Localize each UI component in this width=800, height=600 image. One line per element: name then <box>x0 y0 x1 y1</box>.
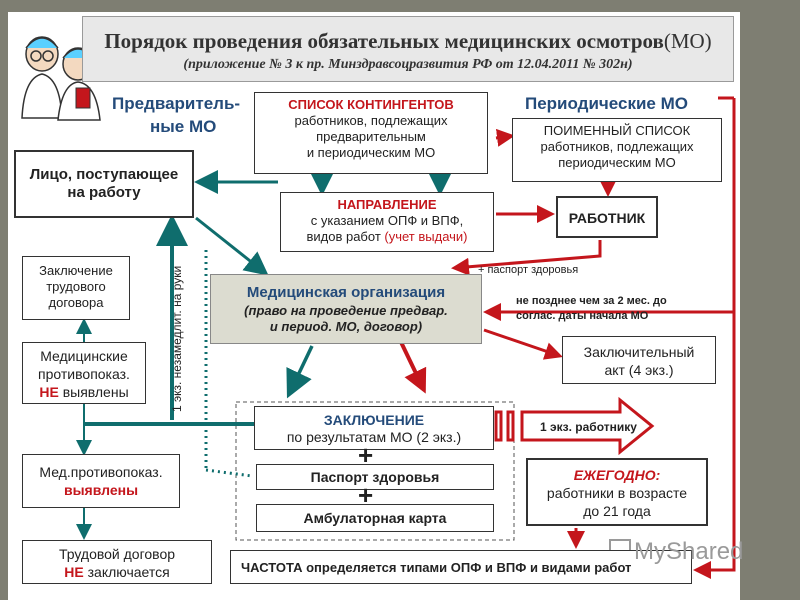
document-group-frame <box>235 401 515 541</box>
conclusion-title: ЗАКЛЮЧЕНИЕ <box>323 412 425 428</box>
contingent-line2: предварительным <box>316 129 426 144</box>
copy-to-worker-label: 1 экз. работнику <box>540 420 637 434</box>
contra-found-line1: Мед.противопоказ. <box>39 464 163 480</box>
vertical-copy-note: 1 экз. незамедлит. на руки <box>170 265 184 412</box>
copy-to-worker-arrow <box>520 396 655 456</box>
health-passport-label: Паспорт здоровья <box>310 469 440 485</box>
contra-found-line2: выявлены <box>63 482 139 498</box>
contingent-line1: работников, подлежащих <box>294 113 448 128</box>
named-list-line2: работников, подлежащих <box>540 139 694 154</box>
worker-box: РАБОТНИК <box>556 196 658 238</box>
annual-box: ЕЖЕГОДНО: работники в возрасте до 21 год… <box>526 458 708 526</box>
annual-line2: до 21 года <box>583 503 651 519</box>
doctors-illustration <box>21 36 101 121</box>
referral-line2: видов работ (учет выдачи) <box>306 229 468 244</box>
contra-not-found-line3: НЕ выявлены <box>39 384 129 400</box>
contingent-title: СПИСОК КОНТИНГЕНТОВ <box>288 97 454 112</box>
deadline-note: не позднее чем за 2 мес. до соглас. даты… <box>516 294 667 324</box>
plus-sign-1: + <box>358 440 374 470</box>
contraindications-not-found-box: Медицинские противопоказ. НЕ выявлены <box>22 342 146 404</box>
contract-refused-box: Трудовой договор НЕ заключается <box>22 540 212 584</box>
frequency-box: ЧАСТОТА определяется типами ОПФ и ВПФ и … <box>230 550 692 584</box>
contract-conclusion-line1: Заключение <box>39 263 113 278</box>
contra-not-found-line2: противопоказ. <box>38 366 130 382</box>
contract-conclusion-box: Заключение трудового договора <box>22 256 130 320</box>
worker-label: РАБОТНИК <box>568 210 646 226</box>
final-act-line1: Заключительный <box>583 344 695 360</box>
medical-organization-title: Медицинская организация <box>246 284 446 301</box>
contract-conclusion-line2: трудового <box>46 279 106 294</box>
outpatient-card-label: Амбулаторная карта <box>303 510 447 526</box>
frequency-label: ЧАСТОТА определяется типами ОПФ и ВПФ и … <box>241 560 632 575</box>
final-act-box: Заключительный акт (4 экз.) <box>562 336 716 384</box>
health-passport-box: Паспорт здоровья <box>256 464 494 490</box>
final-act-line2: акт (4 экз.) <box>604 362 674 378</box>
referral-title: НАПРАВЛЕНИЕ <box>337 197 437 212</box>
outpatient-card-box: Амбулаторная карта <box>256 504 494 532</box>
applicant-line2: на работу <box>67 184 141 201</box>
plus-sign-2: + <box>358 480 374 510</box>
deadline-line1: не позднее чем за 2 мес. до <box>516 295 667 307</box>
named-list-title: ПОИМЕННЫЙ СПИСОК <box>543 123 691 138</box>
annual-title: ЕЖЕГОДНО: <box>573 467 661 483</box>
conclusion-line1: по результатам МО (2 экз.) <box>286 429 462 445</box>
watermark-logo: MyShared <box>634 538 744 565</box>
preliminary-label-line2: ные МО <box>150 117 217 136</box>
conclusion-box: ЗАКЛЮЧЕНИЕ по результатам МО (2 экз.) <box>254 406 494 450</box>
page-subtitle: (приложение № 3 к пр. Минздравсоцразвити… <box>183 57 633 72</box>
contract-refused-line1: Трудовой договор <box>58 546 176 562</box>
title-banner: Порядок проведения обязательных медицинс… <box>82 16 734 82</box>
contingent-list-box: СПИСОК КОНТИНГЕНТОВ работников, подлежащ… <box>254 92 488 174</box>
referral-line1: с указанием ОПФ и ВПФ, <box>310 213 464 228</box>
contra-not-found-line1: Медицинские <box>40 348 128 364</box>
contraindications-found-box: Мед.противопоказ. выявлены <box>22 454 180 508</box>
named-list-line3: периодическим МО <box>558 155 676 170</box>
contract-conclusion-line3: договора <box>48 295 104 310</box>
named-list-box: ПОИМЕННЫЙ СПИСОК работников, подлежащих … <box>512 118 722 182</box>
referral-box: НАПРАВЛЕНИЕ с указанием ОПФ и ВПФ, видов… <box>280 192 494 252</box>
preliminary-label-line1: Предваритель- <box>112 94 241 113</box>
medical-organization-line2: и период. МО, договор) <box>269 319 423 334</box>
applicant-box: Лицо, поступающее на работу <box>14 150 194 218</box>
page-title: Порядок проведения обязательных медицинс… <box>104 29 712 53</box>
plus-passport-note: + паспорт здоровья <box>478 264 579 276</box>
annual-line1: работники в возрасте <box>546 485 688 501</box>
medical-organization-line1: (право на проведение предвар. <box>244 303 448 318</box>
contingent-line3: и периодическим МО <box>306 145 436 160</box>
applicant-line1: Лицо, поступающее <box>29 166 179 183</box>
medical-organization-box: Медицинская организация (право на провед… <box>210 274 482 344</box>
periodic-label: Периодические МО <box>525 94 688 113</box>
contract-refused-line2: НЕ заключается <box>64 564 170 580</box>
deadline-line2: соглас. даты начала МО <box>516 310 649 322</box>
